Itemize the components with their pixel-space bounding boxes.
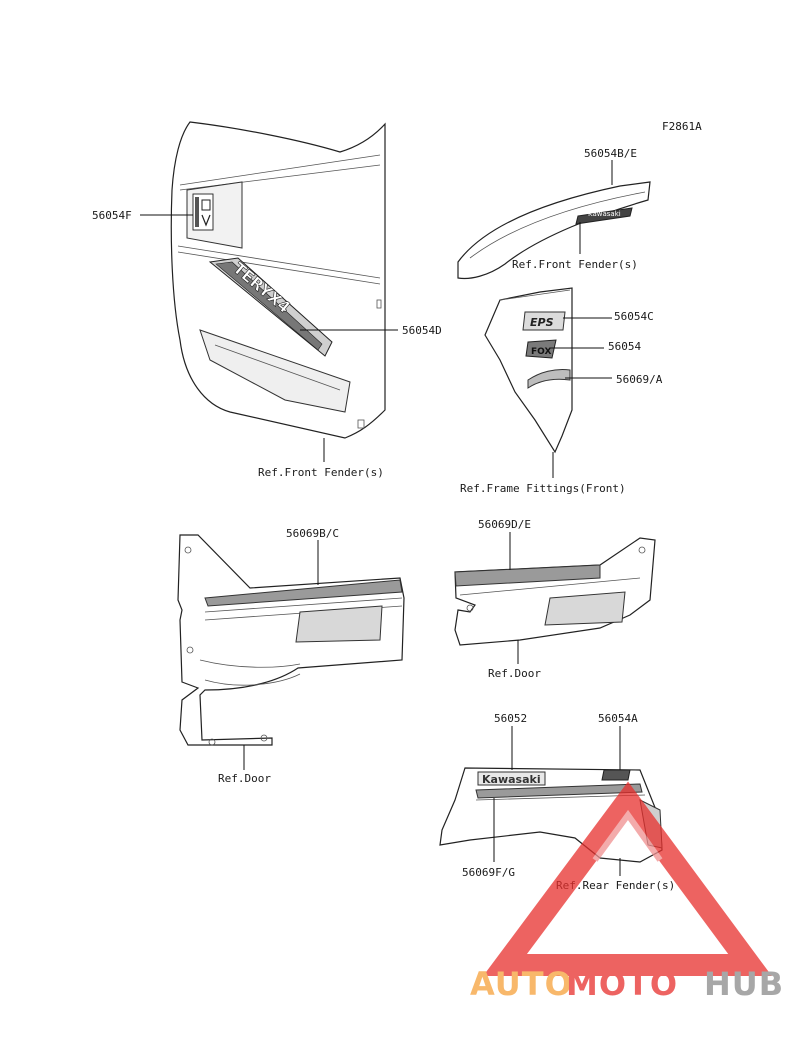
callout-56054F: 56054F [92,209,132,222]
callout-56054BE: 56054B/E [584,147,637,160]
front-fender-strip: Kawasaki [457,181,651,280]
callout-56054D: 56054D [402,324,442,337]
kawasaki-decal-text: Kawasaki [482,773,541,786]
callout-56054: 56054 [608,340,641,353]
ref-door-left: Ref.Door [218,772,271,785]
ref-door-right: Ref.Door [488,667,541,680]
ref-frame-fittings: Ref.Frame Fittings(Front) [460,482,626,495]
watermark-text-moto: MOTO [566,965,678,1003]
decal-56054F [192,193,214,231]
watermark-text-auto: AUTO [470,965,573,1003]
strip-decal-text: Kawasaki [588,210,621,218]
callout-56069A: 56069/A [616,373,663,386]
frame-fitting-cover: EPS FOX [484,287,573,454]
door-left [177,534,405,746]
ref-front-fender-left: Ref.Front Fender(s) [258,466,384,479]
callout-56069DE: 56069D/E [478,518,531,531]
callout-56069BC: 56069B/C [286,527,339,540]
watermark-text-hub: HUB [704,965,784,1003]
callout-56054C: 56054C [614,310,654,323]
watermark-logo: AUTO MOTO HUB [470,781,784,1003]
fox-decal-text: FOX [531,347,551,357]
watermark-triangle-icon [483,781,772,976]
front-fender-left-assembly [170,121,386,439]
figure-code: F2861A [662,120,702,133]
callout-56054A: 56054A [598,712,638,725]
watermark-m-icon [592,809,663,862]
callout-56069FG: 56069F/G [462,866,515,879]
door-right [454,537,656,646]
ref-rear-fender: Ref.Rear Fender(s) [556,879,675,892]
ref-front-fender-right: Ref.Front Fender(s) [512,258,638,271]
callout-56052: 56052 [494,712,527,725]
eps-decal-text: EPS [530,316,554,329]
